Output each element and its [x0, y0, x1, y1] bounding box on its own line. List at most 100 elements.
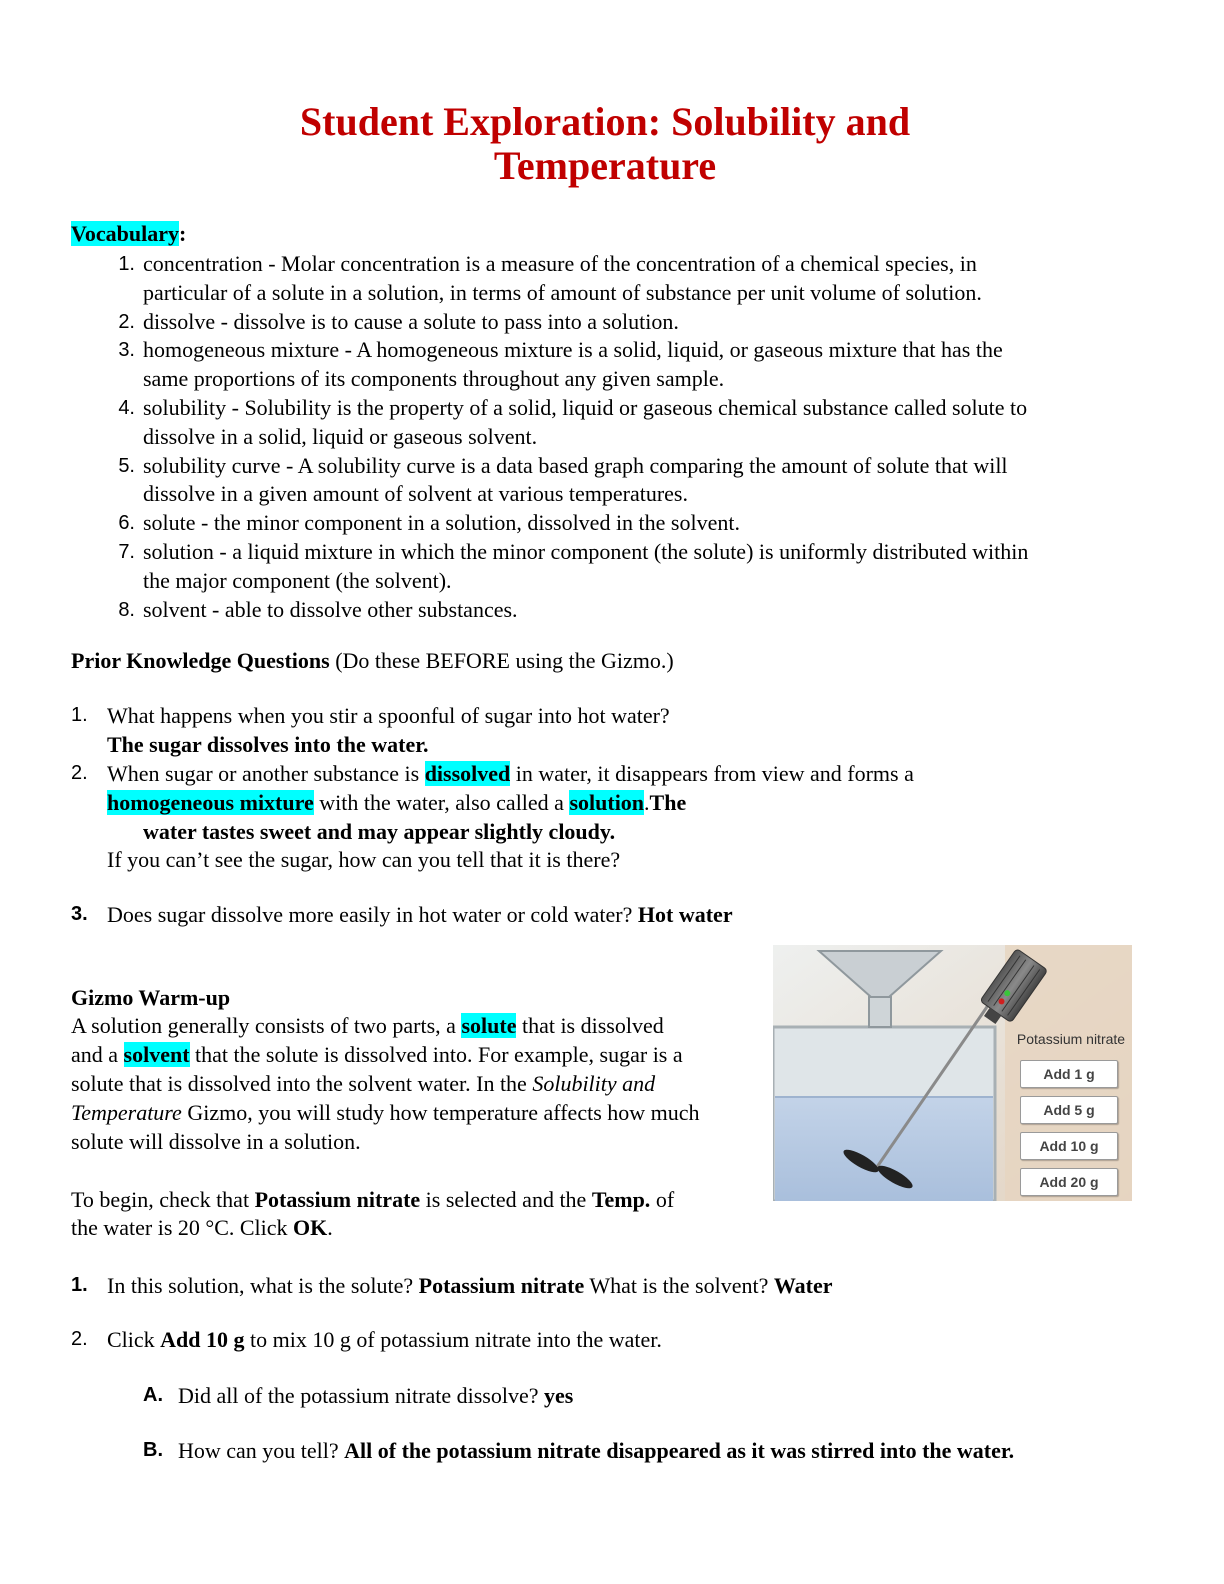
vocabulary-item-line: same proportions of its components throu… [143, 366, 725, 392]
prior-q3-question: Does sugar dissolve more easily in hot w… [107, 902, 638, 927]
vocabulary-item: 3. homogeneous mixture - A homogeneous mi… [107, 336, 1107, 394]
vocabulary-item-line: the major component (the solvent). [143, 567, 452, 593]
vocabulary-item: 4.solubility - Solubility is the propert… [107, 394, 1107, 452]
add-1g-button[interactable]: Add 1 g [1020, 1060, 1118, 1088]
gizmo-screenshot: Potassium nitrate Add 1 g Add 5 g Add 10… [773, 945, 1132, 1201]
warmup-p2-period: . [327, 1215, 333, 1240]
prior-q2-text-3: with the water, also called a [313, 790, 570, 815]
vocabulary-item-number: 2. [118, 310, 135, 333]
question-1-text-2: What is the solvent? [584, 1273, 774, 1298]
warmup-p2-temp: Temp. [591, 1187, 651, 1212]
warmup-line-3: solute that is dissolved into the solven… [71, 1069, 655, 1098]
question-b-answer: All of the potassium nitrate disappeared… [344, 1438, 1015, 1463]
prior-q3-answer: Hot water [637, 902, 733, 927]
vocabulary-item-number: 5. [118, 454, 135, 477]
warmup-p2-text-2a: the water is 20 °C. Click [71, 1215, 294, 1240]
vocabulary-item: 7.solution - a liquid mixture in which t… [107, 538, 1107, 596]
vocabulary-item-line: solute - the minor component in a soluti… [143, 510, 740, 536]
vocabulary-item: 8. solvent - able to dissolve other subst… [107, 596, 1107, 625]
warmup-text-1a: A solution generally consists of two par… [71, 1013, 462, 1038]
prior-q1-number: 1. [71, 704, 88, 726]
question-1-number: 1. [71, 1274, 88, 1296]
vocabulary-item-line: dissolve in a given amount of solvent at… [143, 481, 688, 507]
question-1-answer-1: Potassium nitrate [418, 1273, 585, 1298]
title-line-2: Temperature [493, 143, 717, 188]
prior-q3-number: 3. [71, 903, 88, 925]
warmup-text-2b: that the solute is dissolved into. For e… [189, 1042, 683, 1067]
warmup-p2-text-e: of [650, 1187, 675, 1212]
warmup-heading: Gizmo Warm-up [71, 985, 231, 1010]
warmup-line-2: and a solvent that the solute is dissolv… [71, 1040, 683, 1069]
highlight-solution: solution [569, 790, 645, 815]
warmup-line-5: solute will dissolve in a solution. [71, 1129, 361, 1154]
title-line-1: Student Exploration: Solubility and [299, 99, 911, 144]
prior-knowledge-heading: Prior Knowledge Questions (Do these BEFO… [71, 646, 674, 675]
vocabulary-item-line: particular of a solute in a solution, in… [143, 279, 982, 305]
vocabulary-item-line: dissolve in a solid, liquid or gaseous s… [143, 423, 538, 449]
question-1-text-1: In this solution, what is the solute? [107, 1273, 419, 1298]
document-title: Student Exploration: Solubility and Temp… [0, 100, 1210, 188]
highlight-solute: solute [461, 1013, 517, 1038]
vocabulary-heading: Vocabulary: [71, 219, 186, 248]
warmup-para2-line-1: To begin, check that Potassium nitrate i… [71, 1185, 674, 1214]
warmup-text-2a: and a [71, 1042, 124, 1067]
question-2-number: 2. [71, 1328, 88, 1350]
add-10g-button[interactable]: Add 10 g [1020, 1132, 1118, 1160]
vocabulary-item-number: 1. [118, 253, 135, 275]
vocabulary-item-line: dissolve - dissolve is to cause a solute… [143, 308, 679, 334]
stirrer-blade-left [843, 1149, 879, 1173]
highlight-homogeneous-mixture: homogeneous mixture [107, 790, 314, 815]
vocabulary-item-line: solvent - able to dissolve other substan… [143, 596, 518, 622]
warmup-line-1: A solution generally consists of two par… [71, 1011, 664, 1040]
stirrer-motor [980, 949, 1047, 1024]
add-20g-button[interactable]: Add 20 g [1020, 1168, 1118, 1196]
warmup-p2-text-c: is selected and the [420, 1187, 592, 1212]
question-b: How can you tell? All of the potassium n… [178, 1436, 1014, 1465]
question-2-add-10g: Add 10 g [160, 1327, 245, 1352]
vocabulary-heading-text: Vocabulary [71, 221, 179, 246]
prior-q2-line-1: When sugar or another substance is disso… [107, 759, 914, 788]
warmup-line-4: Temperature Gizmo, you will study how te… [71, 1098, 700, 1127]
prior-q1-answer: The sugar dissolves into the water. [107, 732, 429, 757]
vocabulary-item-line: solution - a liquid mixture in which the… [143, 538, 1029, 564]
question-1-answer-2: Water [773, 1273, 833, 1298]
warmup-text-4b: Gizmo, you will study how temperature af… [181, 1100, 700, 1125]
question-a-text: Did all of the potassium nitrate dissolv… [178, 1383, 544, 1408]
question-a: Did all of the potassium nitrate dissolv… [178, 1381, 573, 1410]
question-a-label: A. [143, 1384, 163, 1406]
vocabulary-item: 1. concentration - Molar concentration is… [107, 250, 1107, 308]
gizmo-substance-label: Potassium nitrate [1016, 1031, 1126, 1047]
warmup-gizmo-name-2: Temperature [71, 1100, 182, 1125]
vocabulary-item-line: homogeneous mixture - A homogeneous mixt… [143, 337, 1003, 363]
add-5g-button[interactable]: Add 5 g [1020, 1096, 1118, 1124]
question-2: Click Add 10 g to mix 10 g of potassium … [107, 1325, 662, 1354]
prior-heading-text: Prior Knowledge Questions [71, 648, 330, 673]
vocabulary-colon: : [178, 221, 187, 246]
prior-q2-text-2: in water, it disappears from view and fo… [510, 761, 914, 786]
prior-q3-line: Does sugar dissolve more easily in hot w… [107, 900, 733, 929]
question-a-answer: yes [544, 1383, 574, 1408]
question-2-text-2: to mix 10 g of potassium nitrate into th… [244, 1327, 662, 1352]
vocabulary-item: 5. solubility curve - A solubility curve … [107, 452, 1107, 510]
warmup-gizmo-name-1: Solubility and [532, 1071, 656, 1096]
warmup-text-3a: solute that is dissolved into the solven… [71, 1071, 533, 1096]
vocabulary-item-line: solubility curve - A solubility curve is… [143, 452, 1008, 478]
stirrer-rod [875, 1000, 993, 1168]
vocabulary-item-number: 6. [118, 512, 135, 535]
vocabulary-item-number: 4. [118, 396, 135, 419]
warmup-text-1b: that is dissolved [516, 1013, 664, 1038]
vocabulary-item-number: 3. [118, 339, 135, 362]
prior-heading-note: (Do these BEFORE using the Gizmo.) [329, 648, 674, 673]
funnel-spout [868, 996, 892, 1028]
vocabulary-item-line: concentration - Molar concentration is a… [143, 251, 977, 276]
question-1: In this solution, what is the solute? Po… [107, 1271, 833, 1300]
warmup-p2-ok: OK [293, 1215, 328, 1240]
warmup-para2-line-2: the water is 20 °C. Click OK. [71, 1213, 333, 1242]
prior-q2-line-2: homogeneous mixture with the water, also… [107, 788, 686, 817]
warmup-p2-potassium-nitrate: Potassium nitrate [254, 1187, 421, 1212]
prior-q2-followup: If you can’t see the sugar, how can you … [107, 847, 621, 872]
vocabulary-item: 2. dissolve - dissolve is to cause a solu… [107, 308, 1107, 337]
vocabulary-item-number: 8. [118, 598, 135, 621]
beaker-water [775, 1097, 993, 1201]
